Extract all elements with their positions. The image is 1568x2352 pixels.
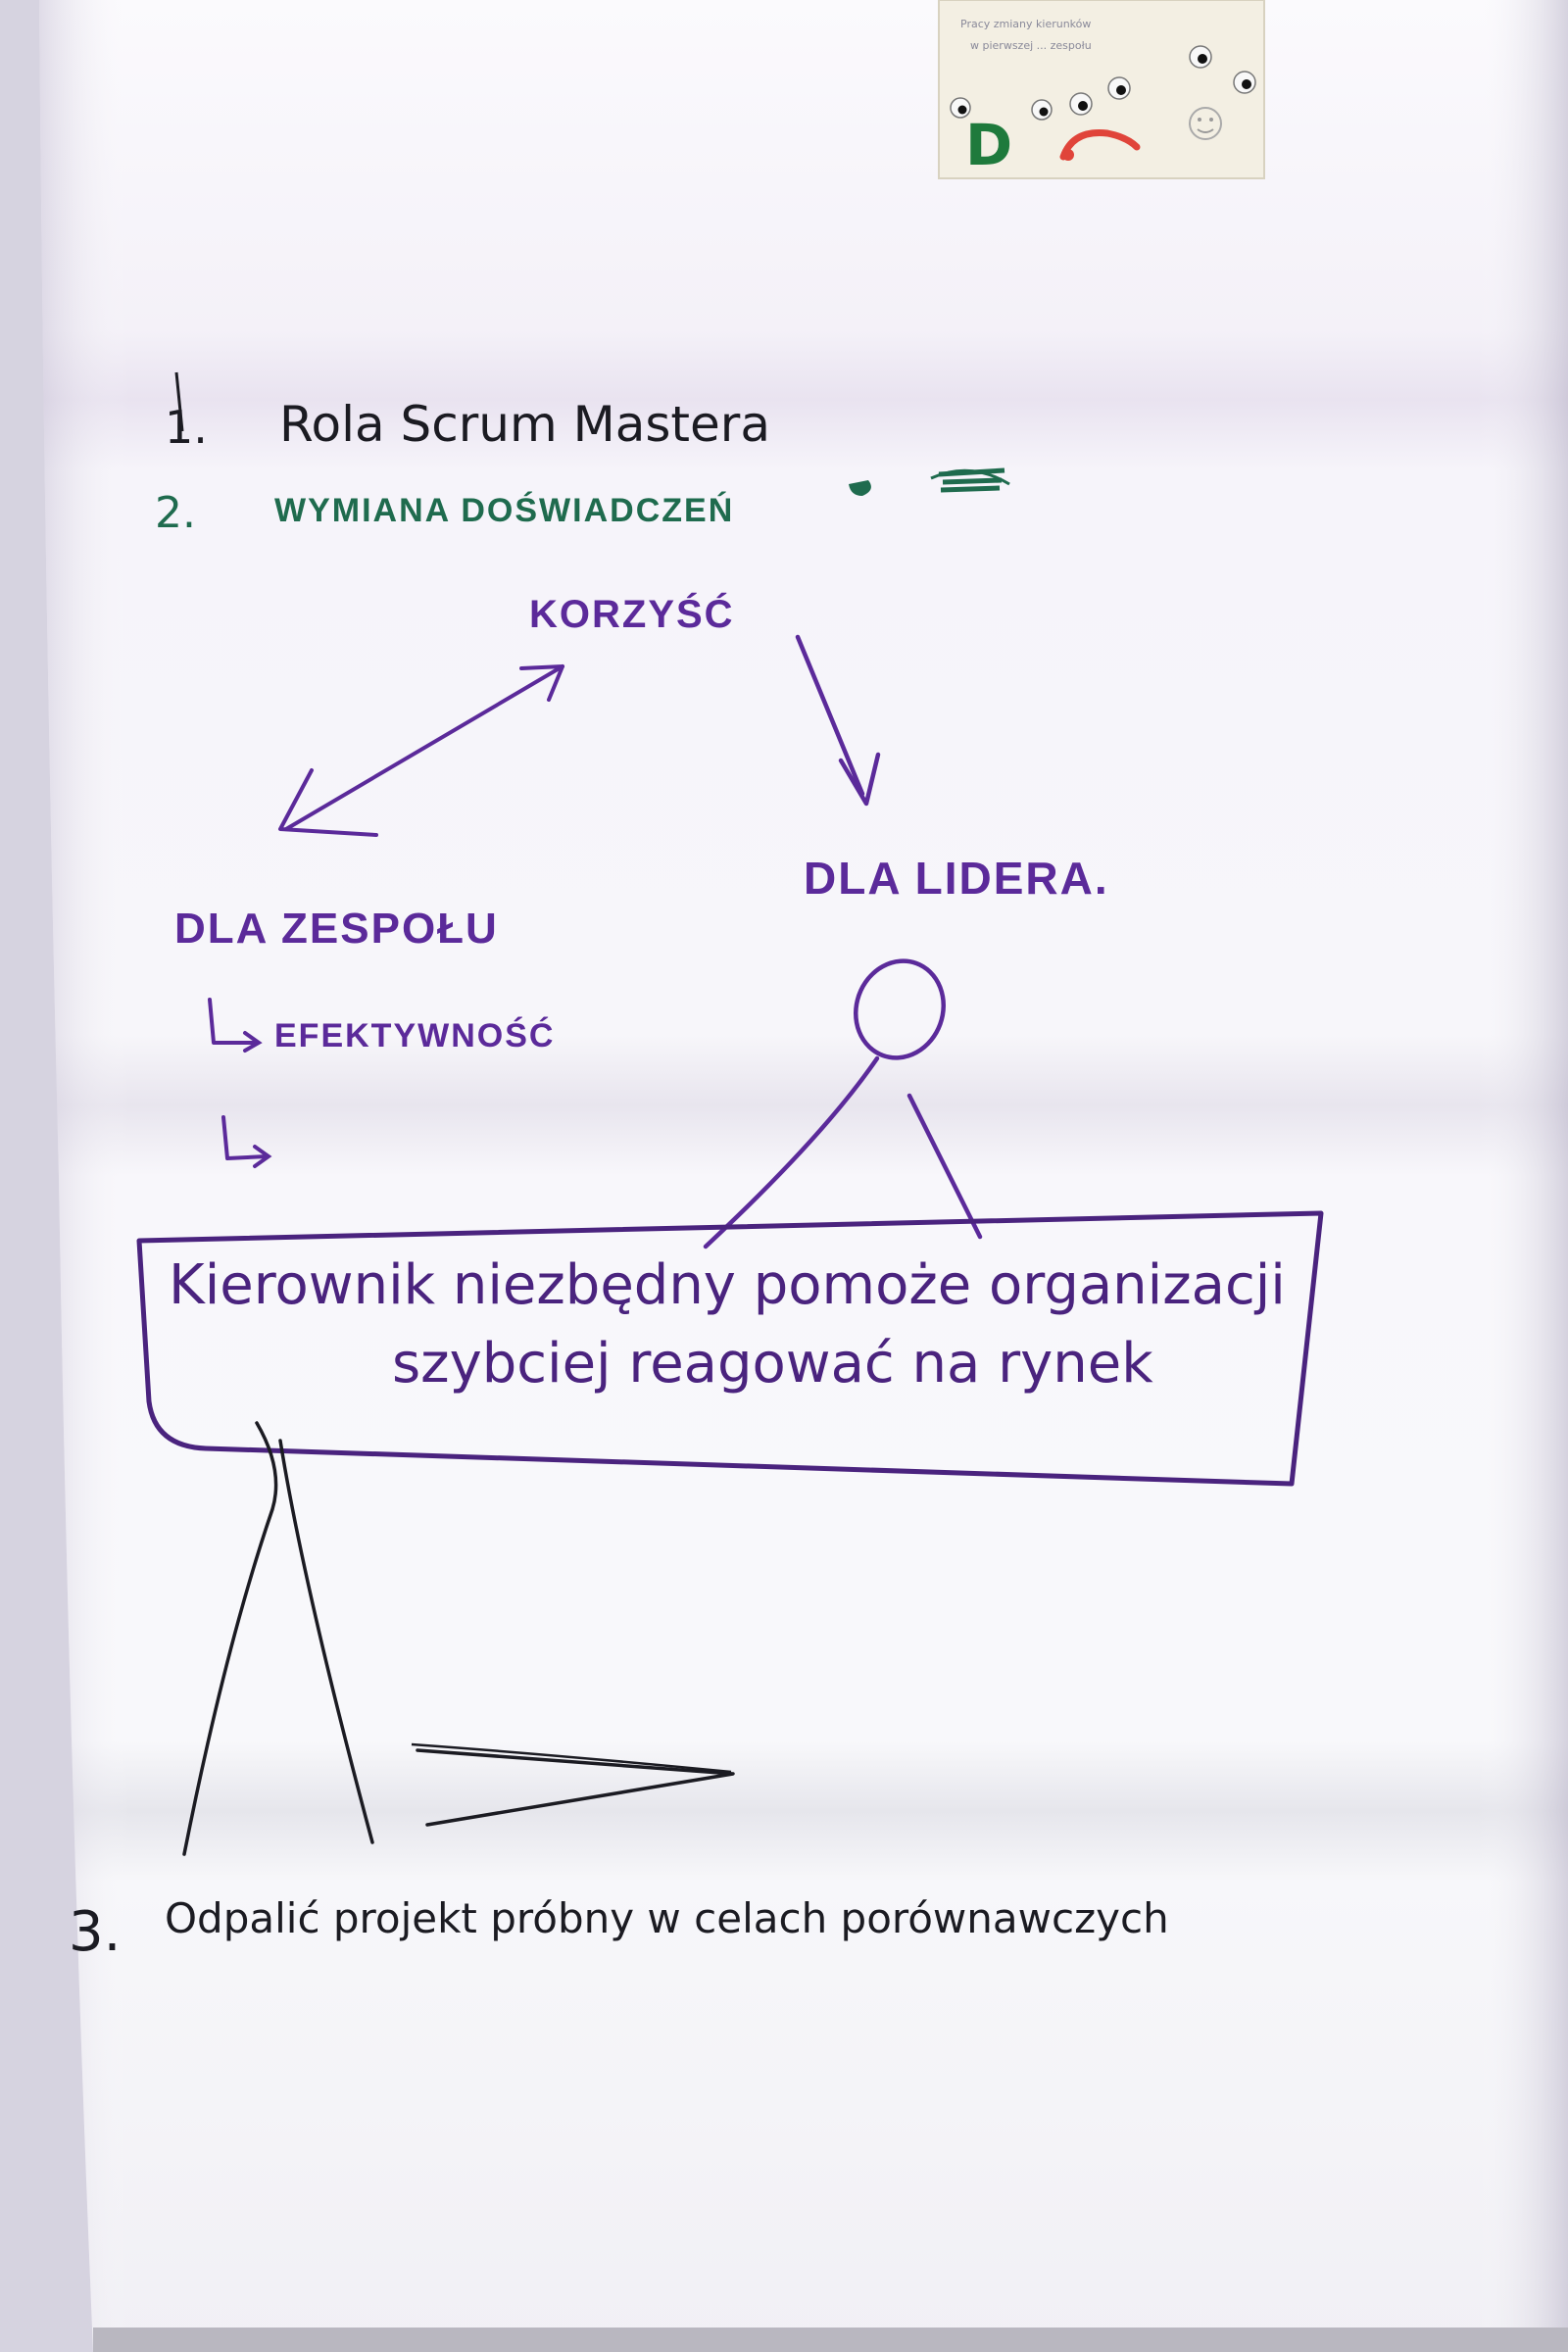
diagram-right-node: DLA LIDERA. — [804, 853, 1109, 904]
statement-box: Kierownik niezbędny pomoże organizacji s… — [136, 1210, 1324, 1487]
item-2-number: 2. — [155, 488, 196, 538]
diagram-left-sub: EFEKTYWNOŚĆ — [274, 1017, 555, 1054]
box-line-1: Kierownik niezbędny pomoże organizacji — [169, 1253, 1286, 1317]
diagram-left-node: DLA ZESPOŁU — [174, 905, 499, 953]
sticky-note-text-2: w pierwszej ... zespołu — [970, 39, 1092, 52]
left-sub-branch: EFEKTYWNOŚĆ — [208, 998, 555, 1168]
item-1: 1. Rola Scrum Mastera — [165, 371, 770, 454]
green-scribble-mark — [849, 480, 871, 496]
sticker-dots — [950, 45, 1256, 121]
stick-figure-leader — [703, 958, 983, 1250]
sticky-note-text-1: Pracy zmiany kierunków — [960, 18, 1091, 30]
red-frown-mark — [1059, 129, 1141, 161]
item-1-text: Rola Scrum Mastera — [279, 396, 770, 453]
item-3: 3. Odpalić projekt próbny w celach porów… — [69, 1894, 1169, 1964]
item-1-number: 1. — [165, 401, 208, 454]
arrow-to-team — [278, 664, 564, 837]
item-3-number: 3. — [69, 1900, 121, 1964]
sticky-note-letter: D — [965, 112, 1012, 178]
bottom-edge — [93, 2328, 1568, 2352]
arrow-to-leader — [795, 634, 881, 807]
item-3-text: Odpalić projekt próbny w celach porównaw… — [165, 1894, 1169, 1942]
item-2: 2. WYMIANA DOŚWIADCZEŃ — [155, 467, 1010, 538]
diagram-top-node: KORZYŚĆ — [529, 591, 735, 636]
smiley-stamp-icon — [1189, 107, 1222, 140]
box-line-2: szybciej reagować na rynek — [392, 1332, 1153, 1396]
item-2-text: WYMIANA DOŚWIADCZEŃ — [274, 492, 734, 529]
black-drawing — [182, 1421, 735, 1856]
sticky-note: Pracy zmiany kierunków w pierwszej ... z… — [938, 0, 1265, 179]
